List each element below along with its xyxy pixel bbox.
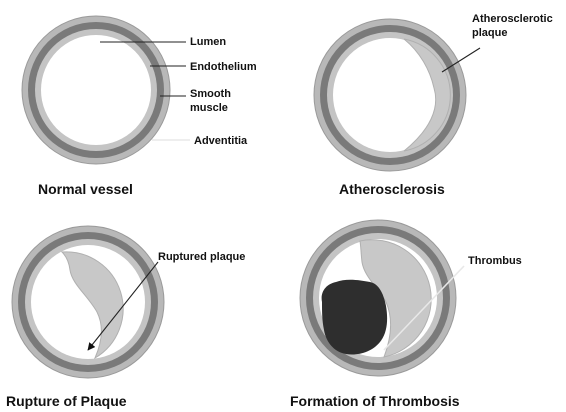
caption-formation-of-thrombosis: Formation of Thrombosis xyxy=(290,393,460,409)
label-adventitia: Adventitia xyxy=(194,135,248,147)
caption-rupture-of-plaque: Rupture of Plaque xyxy=(6,393,127,409)
panel-normal-vessel: Lumen Endothelium Smooth muscle Adventit… xyxy=(22,16,257,197)
label-smooth-muscle-line1: Smooth xyxy=(190,88,231,100)
panel-atherosclerosis: Atherosclerotic plaque Atherosclerosis xyxy=(314,13,553,197)
lumen xyxy=(41,35,151,145)
label-ruptured-plaque: Ruptured plaque xyxy=(158,251,245,263)
label-plaque-line1: Atherosclerotic xyxy=(472,13,553,25)
label-thrombus: Thrombus xyxy=(468,255,522,267)
panel-rupture-of-plaque: Ruptured plaque Rupture of Plaque xyxy=(6,226,245,409)
label-endothelium: Endothelium xyxy=(190,61,257,73)
caption-normal-vessel: Normal vessel xyxy=(38,181,133,197)
thrombus-clot xyxy=(322,280,387,355)
caption-atherosclerosis: Atherosclerosis xyxy=(339,181,445,197)
label-smooth-muscle-line2: muscle xyxy=(190,102,228,114)
label-lumen: Lumen xyxy=(190,36,226,48)
label-plaque-line2: plaque xyxy=(472,27,507,39)
panel-formation-of-thrombosis: Thrombus Formation of Thrombosis xyxy=(290,220,522,409)
